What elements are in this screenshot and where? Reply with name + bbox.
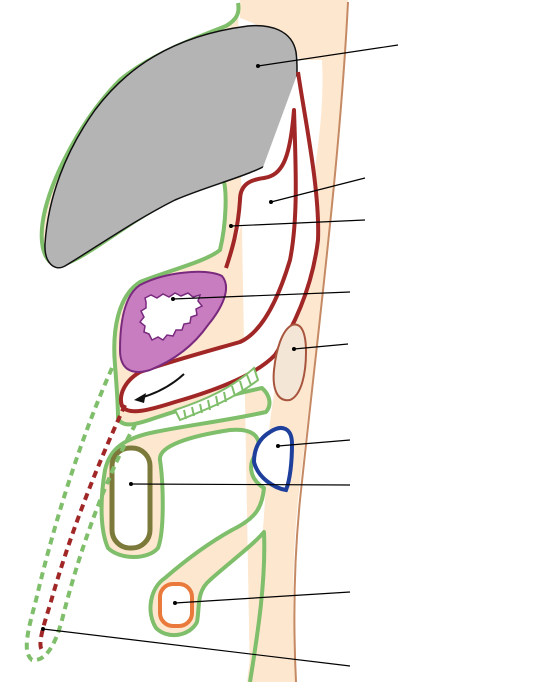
- leader-liver: [257, 44, 399, 67]
- dashed-process-inner: [38, 404, 127, 652]
- olive-structure: [109, 445, 153, 551]
- blue-vessel: [251, 426, 295, 493]
- body-wall-edge: [293, 1, 349, 682]
- kidney-organ: [272, 323, 308, 402]
- leader-olive: [130, 483, 351, 486]
- leader-blue-vessel: [277, 439, 351, 447]
- orange-structure: [158, 582, 194, 628]
- dashed-process-outer: [24, 367, 137, 663]
- red-duct: [119, 71, 321, 414]
- leader-lines: [42, 44, 399, 667]
- leader-dots: [41, 64, 296, 631]
- leader-red-duct: [230, 219, 366, 227]
- hatched-band: [173, 366, 260, 422]
- flow-arrow-head: [134, 393, 146, 403]
- leader-lumen: [270, 177, 366, 203]
- liver-organ: [44, 24, 298, 269]
- leader-stomach: [172, 291, 351, 300]
- leader-dashed: [42, 628, 351, 667]
- stomach-lumen: [138, 292, 204, 342]
- leader-orange: [174, 591, 351, 604]
- leader-kidney: [293, 343, 349, 350]
